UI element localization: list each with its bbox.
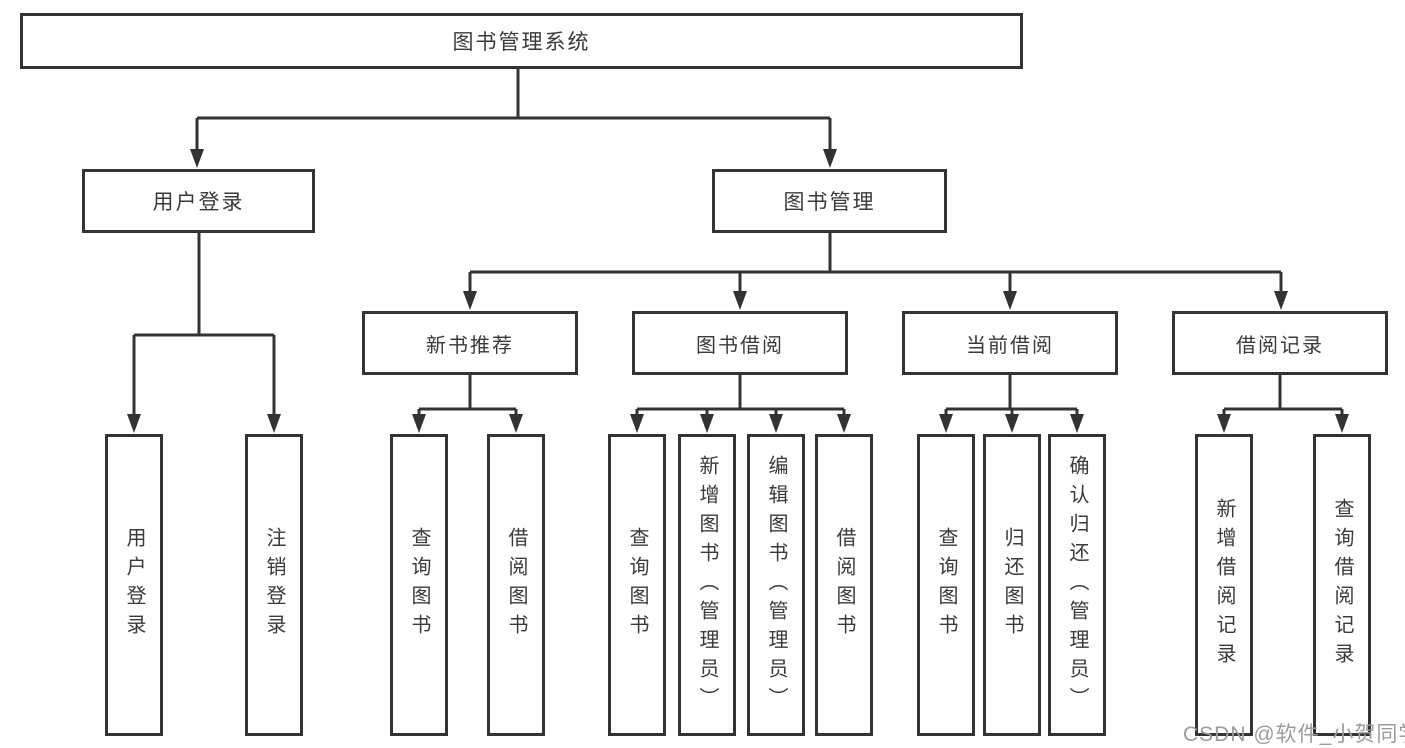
branch-current-borrowing bbox=[939, 375, 1084, 433]
leaf-borrowing-edit-books: 编辑图书（管理员） bbox=[747, 434, 805, 736]
branch-book-management bbox=[463, 233, 1288, 310]
leaf-logout-label: 注销登录 bbox=[263, 527, 285, 643]
leaf-current-query-books-label: 查询图书 bbox=[935, 527, 957, 643]
node-user-login: 用户登录 bbox=[82, 169, 315, 233]
leaf-current-confirm-return: 确认归还（管理员） bbox=[1048, 434, 1106, 736]
leaf-recommend-query-books-label: 查询图书 bbox=[408, 527, 430, 643]
node-new-book-recommend: 新书推荐 bbox=[362, 311, 578, 375]
leaf-borrowing-add-books: 新增图书（管理员） bbox=[678, 434, 736, 736]
leaf-borrowing-borrow-books: 借阅图书 bbox=[815, 434, 873, 736]
leaf-borrowing-add-books-label: 新增图书（管理员） bbox=[696, 454, 718, 716]
leaf-recommend-borrow-books-label: 借阅图书 bbox=[505, 527, 527, 643]
leaf-user-login-label: 用户登录 bbox=[123, 527, 145, 643]
leaf-logout: 注销登录 bbox=[245, 434, 303, 736]
node-book-management: 图书管理 bbox=[712, 169, 947, 233]
node-borrowing-records: 借阅记录 bbox=[1172, 311, 1388, 375]
branch-new-book-recommend bbox=[412, 375, 523, 433]
leaf-current-query-books: 查询图书 bbox=[917, 434, 975, 736]
leaf-borrowing-query-books: 查询图书 bbox=[608, 434, 666, 736]
node-current-borrowing: 当前借阅 bbox=[902, 311, 1118, 375]
node-root: 图书管理系统 bbox=[20, 13, 1023, 69]
watermark: CSDN @软件_小贺同学 bbox=[1183, 723, 1405, 746]
leaf-borrowing-query-books-label: 查询图书 bbox=[626, 527, 648, 643]
leaf-borrowing-edit-books-label: 编辑图书（管理员） bbox=[765, 454, 787, 716]
node-book-borrowing: 图书借阅 bbox=[632, 311, 848, 375]
branch-root bbox=[190, 68, 837, 168]
leaf-records-query-record-label: 查询借阅记录 bbox=[1331, 498, 1353, 672]
leaf-recommend-query-books: 查询图书 bbox=[390, 434, 448, 736]
leaf-records-add-record-label: 新增借阅记录 bbox=[1213, 498, 1235, 672]
leaf-records-add-record: 新增借阅记录 bbox=[1195, 434, 1253, 736]
branch-user-login bbox=[127, 233, 281, 433]
leaf-user-login: 用户登录 bbox=[105, 434, 163, 736]
leaf-current-return-books: 归还图书 bbox=[983, 434, 1041, 736]
leaf-recommend-borrow-books: 借阅图书 bbox=[487, 434, 545, 736]
leaf-current-return-books-label: 归还图书 bbox=[1001, 527, 1023, 643]
leaf-records-query-record: 查询借阅记录 bbox=[1313, 434, 1371, 736]
branch-book-borrowing bbox=[630, 375, 851, 433]
leaf-current-confirm-return-label: 确认归还（管理员） bbox=[1066, 454, 1088, 716]
leaf-borrowing-borrow-books-label: 借阅图书 bbox=[833, 527, 855, 643]
branch-borrowing-records bbox=[1217, 375, 1349, 433]
